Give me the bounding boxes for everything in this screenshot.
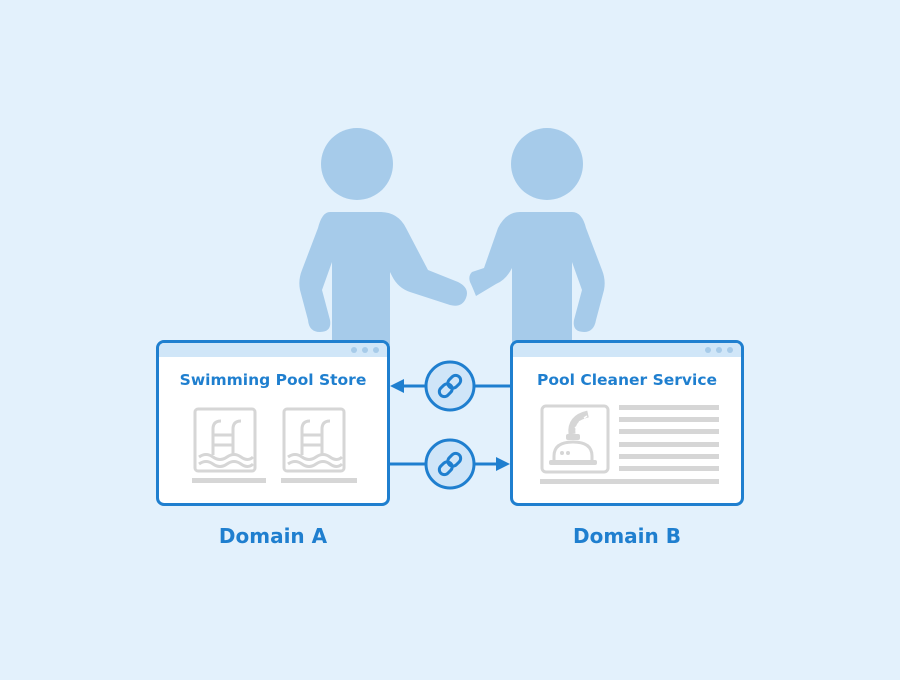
pool-cleaner-icon xyxy=(540,404,610,474)
window-dot-icon xyxy=(351,347,357,353)
placeholder-text-line xyxy=(619,429,719,434)
pool-ladder-icon xyxy=(193,407,257,473)
domain-a-label: Domain A xyxy=(218,524,328,548)
placeholder-text-line xyxy=(619,417,719,422)
backlink-a-to-b xyxy=(390,438,510,490)
window-controls xyxy=(705,347,733,353)
arrow-left-icon xyxy=(390,379,404,393)
chain-link-icon xyxy=(437,373,463,399)
domain-a-site-title: Swimming Pool Store xyxy=(179,371,367,389)
backlink-b-to-a xyxy=(390,360,510,412)
arrow-right-icon xyxy=(496,457,510,471)
placeholder-text-line xyxy=(619,442,719,447)
domain-b-label: Domain B xyxy=(573,524,681,548)
person-right-icon xyxy=(469,128,605,345)
window-dot-icon xyxy=(727,347,733,353)
chain-link-icon xyxy=(437,451,463,477)
pool-ladder-icon xyxy=(282,407,346,473)
window-dot-icon xyxy=(705,347,711,353)
window-dot-icon xyxy=(373,347,379,353)
domain-b-window: Pool Cleaner Service xyxy=(510,340,744,506)
placeholder-text-line xyxy=(540,479,719,484)
placeholder-text-line xyxy=(619,466,719,471)
domain-b-site-title: Pool Cleaner Service xyxy=(536,371,718,389)
placeholder-text-line xyxy=(192,478,266,483)
window-dot-icon xyxy=(362,347,368,353)
window-titlebar xyxy=(513,343,741,357)
window-controls xyxy=(351,347,379,353)
placeholder-text-line xyxy=(619,405,719,410)
domain-a-window: Swimming Pool Store xyxy=(156,340,390,506)
placeholder-text-line xyxy=(619,454,719,459)
person-left-icon xyxy=(299,128,467,345)
placeholder-text-line xyxy=(281,478,357,483)
window-titlebar xyxy=(159,343,387,357)
window-dot-icon xyxy=(716,347,722,353)
